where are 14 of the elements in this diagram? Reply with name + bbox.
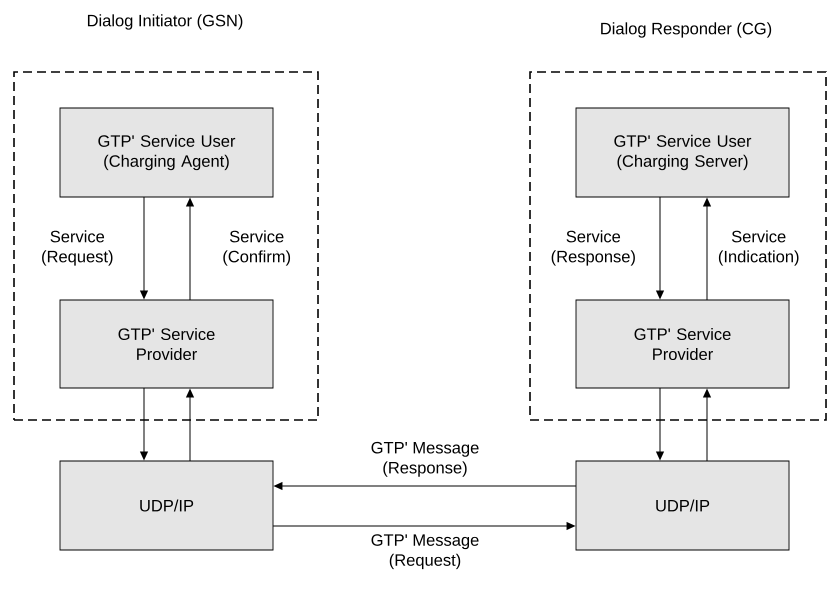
process-box: GTP' Service User (Charging Agent) xyxy=(60,108,274,198)
edge-label: Service (Indication) xyxy=(718,230,798,266)
edge-label: Service (Confirm) xyxy=(223,230,290,266)
group-heading: Dialog Responder (CG) xyxy=(601,22,772,38)
process-box: GTP' Service Provider xyxy=(576,300,790,388)
edge-label: GTP' Message (Request) xyxy=(372,534,479,570)
group-heading: Dialog Initiator (GSN) xyxy=(88,14,242,30)
edge-label: Service (Response) xyxy=(552,230,635,266)
edge-label: GTP' Message (Response) xyxy=(372,442,479,477)
process-box: GTP' Service Provider xyxy=(60,300,274,388)
process-box: UDP/IP xyxy=(576,460,790,550)
process-box: GTP' Service User (Charging Server) xyxy=(576,108,790,198)
edge-label: Service (Request) xyxy=(42,230,112,266)
process-box: UDP/IP xyxy=(60,460,274,550)
